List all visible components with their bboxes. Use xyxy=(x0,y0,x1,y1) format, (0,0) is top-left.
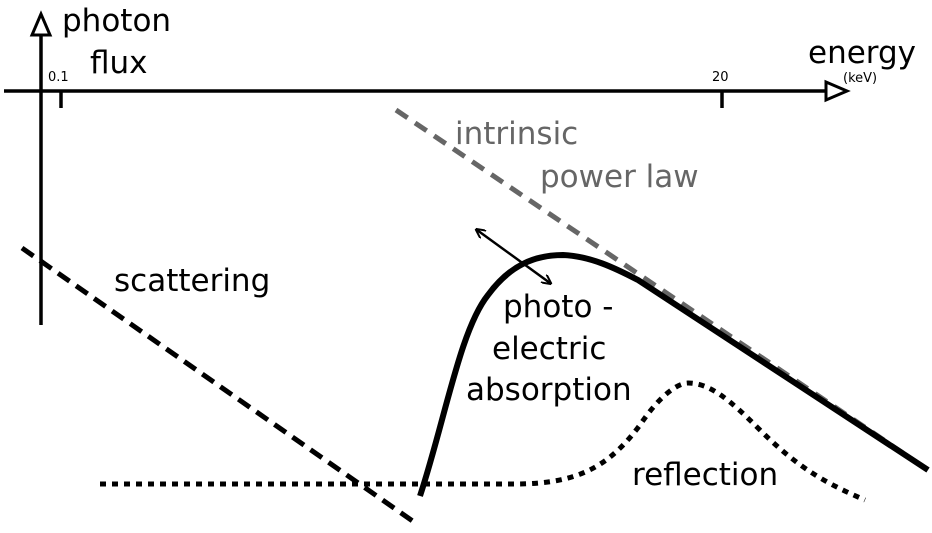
y-axis-label-line2: flux xyxy=(90,45,148,81)
tick-low-label: 0.1 xyxy=(48,70,69,85)
x-axis-label: energy xyxy=(808,35,916,71)
scattering-line xyxy=(20,245,416,525)
photoelectric-label-line2: electric xyxy=(492,331,606,367)
reflection-label: reflection xyxy=(632,457,778,493)
x-axis-arrowhead xyxy=(824,79,851,103)
absorption-shift-arrow xyxy=(477,230,550,283)
intrinsic-label-line2: power law xyxy=(540,159,699,195)
scattering-label: scattering xyxy=(114,263,270,299)
y-axis-label-line1: photon xyxy=(62,3,171,39)
y-axis-arrowhead xyxy=(29,10,53,37)
intrinsic-label-line1: intrinsic xyxy=(455,116,578,152)
photoelectric-label-line1: photo - xyxy=(503,289,613,325)
reflection-curve xyxy=(100,380,866,503)
photoelectric-label-line3: absorption xyxy=(466,372,632,408)
x-axis-unit: (keV) xyxy=(843,71,877,86)
tick-high-label: 20 xyxy=(712,70,729,85)
